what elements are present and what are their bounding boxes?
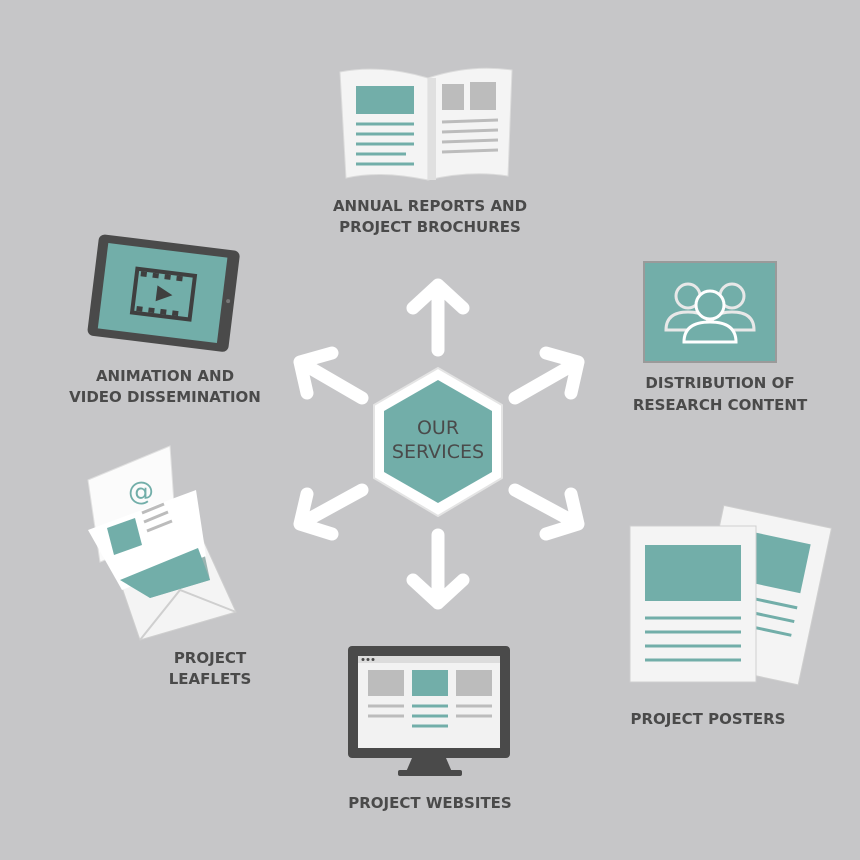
arrows: [293, 278, 585, 610]
envelope-leaflet-icon: @: [87, 445, 237, 641]
poster-icon: [629, 504, 833, 686]
service-label-posters: PROJECT POSTERS: [631, 710, 786, 728]
center-title-line1: OUR: [417, 417, 459, 439]
arrow-up-right: [508, 346, 585, 405]
arrow-down-left: [293, 483, 369, 541]
center-title-line2: SERVICES: [392, 441, 484, 463]
service-label-distribution-1: DISTRIBUTION OF: [645, 374, 794, 392]
arrow-down: [406, 528, 470, 610]
people-group-icon: [643, 261, 777, 363]
arrow-up-left: [293, 346, 369, 405]
service-label-leaflets-1: PROJECT: [174, 649, 247, 667]
arrow-up: [406, 278, 470, 357]
monitor-website-icon: [348, 646, 510, 776]
service-label-distribution-2: RESEARCH CONTENT: [633, 396, 808, 414]
arrow-down-right: [508, 483, 585, 541]
center-hexagon: OUR SERVICES: [373, 367, 503, 517]
service-label-brochures-1: ANNUAL REPORTS AND: [333, 197, 527, 215]
open-brochure-icon: [339, 67, 513, 181]
service-label-animation-2: VIDEO DISSEMINATION: [69, 388, 261, 406]
at-sign-icon: @: [128, 477, 154, 507]
service-label-websites: PROJECT WEBSITES: [348, 794, 511, 812]
service-label-leaflets-2: LEAFLETS: [169, 670, 252, 688]
tablet-video-icon: [87, 234, 240, 352]
service-label-animation-1: ANIMATION AND: [96, 367, 234, 385]
service-label-brochures-2: PROJECT BROCHURES: [339, 218, 521, 236]
